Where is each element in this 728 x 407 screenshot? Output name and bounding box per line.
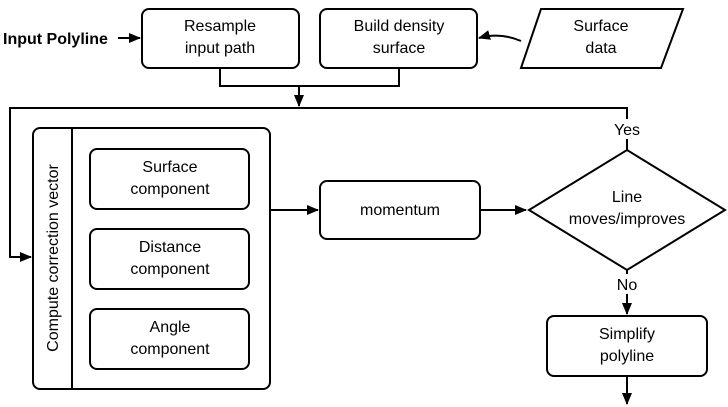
density-line-1: Build density [354,18,445,35]
no-label: No [617,277,638,294]
decision-node: Line moves/improves [527,148,727,272]
simplify-line-2: polyline [600,348,654,365]
compute-correction-label: Compute correction vector [45,164,62,352]
surface-data-line-2: data [585,40,616,57]
momentum-label: momentum [360,202,440,219]
input-polyline-label: Input Polyline [3,31,108,48]
yes-label: Yes [614,122,640,139]
momentum-node: momentum [319,180,481,240]
simplify-node: Simplify polyline [546,315,708,377]
angle-component-node: Angle component [89,308,250,370]
density-line-2: surface [373,40,426,57]
surface-data-line-1: Surface [573,18,628,35]
density-node: Build density surface [319,8,478,69]
surface-component-node: Surface component [89,148,250,210]
decision-line-1: Line [612,189,642,206]
distance-component-node: Distance component [89,228,250,290]
resample-line-2: input path [185,40,255,57]
surface-data-node: Surface data [519,8,685,69]
distance-component-line-1: Distance [139,239,201,256]
simplify-line-1: Simplify [599,326,655,343]
angle-component-line-1: Angle [150,319,191,336]
resample-line-1: Resample [184,18,256,35]
surface-component-line-2: component [130,181,210,198]
surface-component-line-1: Surface [142,159,197,176]
merge-edge [219,68,400,87]
angle-component-line-2: component [130,341,210,358]
surface-to-density-arrow [478,30,522,42]
resample-node: Resample input path [141,8,300,69]
decision-line-2: moves/improves [569,211,685,228]
distance-component-line-2: component [130,261,210,278]
